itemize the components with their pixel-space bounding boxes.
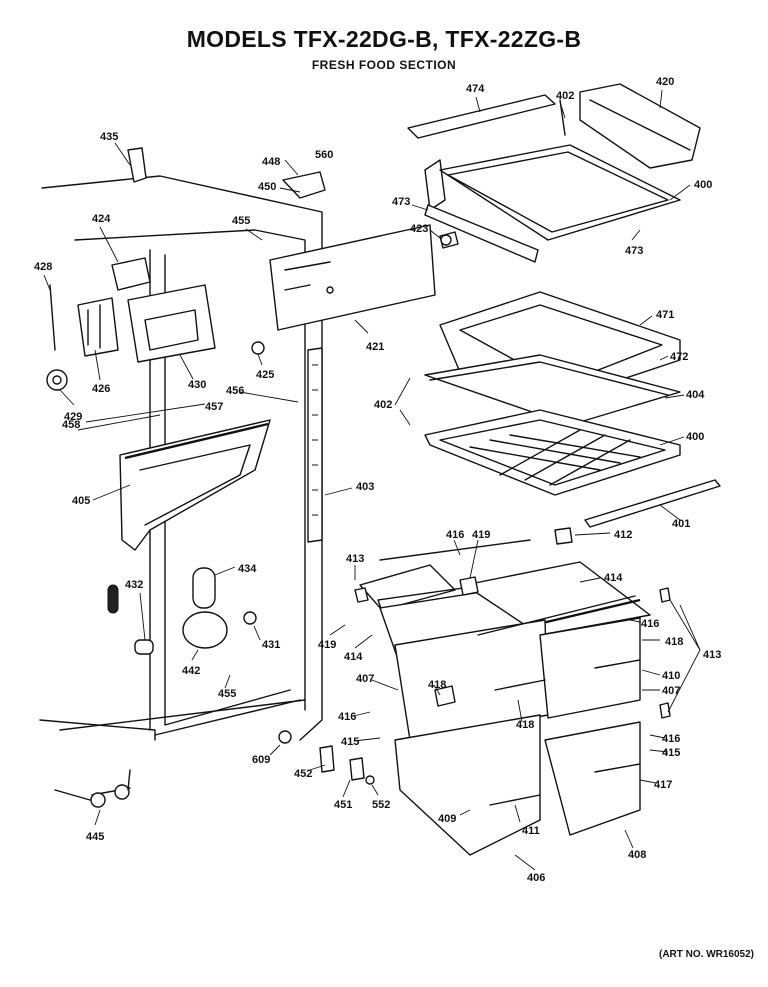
left-controls	[46, 147, 216, 391]
label-426: 426	[92, 383, 110, 395]
middle-shelf-assembly	[424, 291, 721, 528]
label-609: 609	[252, 754, 270, 766]
label-407-left: 407	[356, 673, 374, 685]
part-labels: 474 402 420 435 448 560 450 400 473 473 …	[34, 76, 721, 884]
label-451: 451	[334, 799, 352, 811]
label-414-left: 414	[344, 651, 363, 663]
label-448: 448	[262, 156, 280, 168]
label-424: 424	[92, 213, 111, 225]
label-410-right: 410	[662, 670, 680, 682]
label-455-bottom: 455	[218, 688, 236, 700]
label-425: 425	[256, 369, 274, 381]
center-rail	[307, 347, 323, 543]
cabinet-outline	[39, 175, 323, 741]
label-405: 405	[72, 495, 90, 507]
label-404: 404	[686, 389, 705, 401]
label-432: 432	[125, 579, 143, 591]
label-418-right: 418	[665, 636, 683, 648]
label-430: 430	[188, 379, 206, 391]
label-420: 420	[656, 76, 674, 88]
label-402: 402	[556, 90, 574, 102]
label-452: 452	[294, 768, 312, 780]
label-414-right: 414	[604, 572, 623, 584]
label-419-top: 419	[472, 529, 490, 541]
label-413-right: 413	[703, 649, 721, 661]
lower-left-parts	[54, 567, 292, 808]
label-419-left: 419	[318, 639, 336, 651]
label-442: 442	[182, 665, 200, 677]
label-473-right: 473	[625, 245, 643, 257]
label-418-center: 418	[428, 679, 446, 691]
label-560: 560	[315, 149, 333, 161]
label-400-top: 400	[694, 179, 712, 191]
label-416-left: 416	[338, 711, 356, 723]
label-431: 431	[262, 639, 280, 651]
label-412: 412	[614, 529, 632, 541]
label-458: 458	[62, 419, 80, 431]
label-415-right: 415	[662, 747, 680, 759]
label-415-left: 415	[341, 736, 359, 748]
label-473-left: 473	[392, 196, 410, 208]
label-445: 445	[86, 831, 104, 843]
door-bin	[119, 419, 271, 551]
label-408: 408	[628, 849, 646, 861]
label-411: 411	[522, 825, 540, 837]
label-413-left: 413	[346, 553, 364, 565]
label-471: 471	[656, 309, 674, 321]
label-417: 417	[654, 779, 672, 791]
section-subtitle: FRESH FOOD SECTION	[311, 58, 457, 72]
label-400-mid: 400	[686, 431, 704, 443]
diagram-title: MODELS TFX-22DG-B, TFX-22ZG-B	[186, 26, 582, 52]
label-410-center: 418	[516, 719, 534, 731]
label-434: 434	[238, 563, 257, 575]
label-457: 457	[205, 401, 223, 413]
label-455-top: 455	[232, 215, 250, 227]
leader-lines	[43, 89, 701, 871]
label-401: 401	[672, 518, 690, 530]
label-407-right: 407	[662, 685, 680, 697]
crisper-drawers	[319, 527, 671, 856]
label-428: 428	[34, 261, 52, 273]
label-435: 435	[100, 131, 118, 143]
label-552: 552	[372, 799, 390, 811]
label-423: 423	[410, 223, 428, 235]
label-416-top: 416	[446, 529, 464, 541]
label-409: 409	[438, 813, 456, 825]
label-416-right: 416	[641, 618, 659, 630]
label-421: 421	[366, 341, 384, 353]
label-429: 429	[64, 411, 82, 423]
top-shelf-assembly	[407, 83, 701, 263]
label-474: 474	[466, 83, 485, 95]
art-number: (ART NO. WR16052)	[658, 949, 754, 960]
label-406: 406	[527, 872, 545, 884]
control-panel	[251, 171, 452, 355]
label-416-lower: 416	[662, 733, 680, 745]
label-402-mid: 402	[374, 399, 392, 411]
label-456: 456	[226, 385, 244, 397]
label-450: 450	[258, 181, 276, 193]
label-472: 472	[670, 351, 688, 363]
label-403: 403	[356, 481, 374, 493]
